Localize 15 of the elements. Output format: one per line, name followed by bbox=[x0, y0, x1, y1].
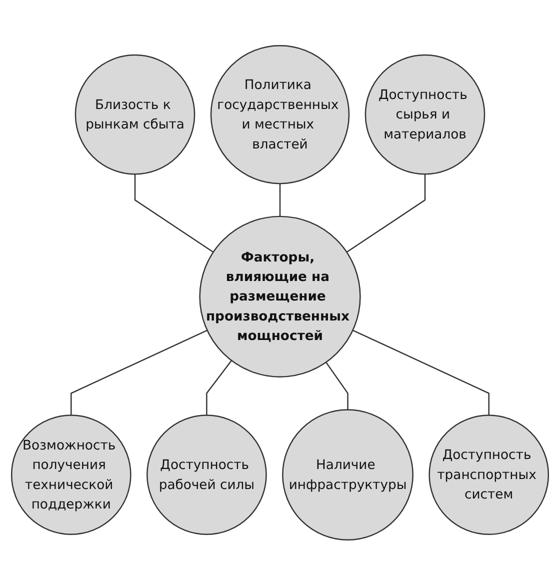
node-circle: Доступность рабочей силы bbox=[146, 414, 267, 535]
node-circle: Доступность транспортных систем bbox=[428, 414, 550, 535]
connector bbox=[326, 362, 348, 410]
connector bbox=[70, 330, 208, 415]
node-circle: Доступность сырья и материалов bbox=[364, 54, 486, 175]
node-circle: Наличие инфраструктуры bbox=[282, 408, 414, 540]
connector bbox=[346, 174, 426, 252]
node-circle: Близость к рынкам сбыта bbox=[74, 54, 196, 175]
connector bbox=[134, 174, 214, 252]
node-circle: Факторы, влияющие на размещение производственных мощностей bbox=[199, 216, 361, 378]
connector bbox=[206, 360, 232, 415]
node-circle: Политика государственных и местных властей bbox=[210, 44, 350, 184]
connector bbox=[279, 183, 281, 216]
node-circle: Возможность получения технической поддержки bbox=[10, 414, 132, 535]
connector bbox=[352, 330, 490, 415]
